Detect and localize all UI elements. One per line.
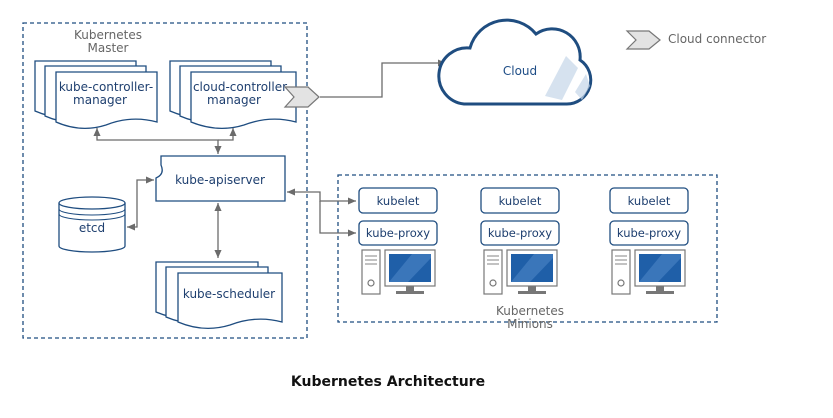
- master-group-border: [22, 22, 308, 339]
- kube-apiserver-label: kube-apiserver: [175, 173, 265, 187]
- etcd-database[interactable]: etcd: [58, 196, 126, 253]
- kube-scheduler-label: kube-scheduler: [183, 287, 275, 301]
- connector-etcd-apiserver: [127, 176, 154, 231]
- minions-label-line1: Kubernetes: [496, 304, 564, 318]
- minions-group-border: [337, 174, 718, 323]
- connector-apiserver-kube-proxy: [319, 201, 356, 237]
- kube-controller-manager[interactable]: kube-controller- manager: [34, 60, 158, 129]
- node-3[interactable]: kubelet kube-proxy: [609, 187, 689, 295]
- node-1-kubelet-label: kubelet: [377, 194, 420, 208]
- connector-controllers-apiserver: [93, 128, 222, 154]
- etcd-label: etcd: [79, 221, 105, 235]
- connector-cloud-controller-apiserver: [218, 128, 237, 141]
- node-2-computer-icon: [483, 249, 558, 295]
- node-2-kubelet-label: kubelet: [499, 194, 542, 208]
- diagram-caption: Kubernetes Architecture: [291, 374, 485, 390]
- cloud-connector-chevron-icon: [283, 86, 320, 108]
- cloud-connector-legend-icon: [625, 30, 661, 50]
- node-3-kubelet-label: kubelet: [628, 194, 671, 208]
- legend-cloud-connector-label: Cloud connector: [668, 32, 766, 46]
- master-label-line2: Master: [88, 41, 129, 55]
- kube-scheduler[interactable]: kube-scheduler: [155, 261, 283, 329]
- node-3-computer-icon: [611, 249, 686, 295]
- node-1-computer-icon: [361, 249, 436, 295]
- master-label-line1: Kubernetes: [74, 28, 142, 42]
- legend-cloud-connector: Cloud connector: [625, 30, 766, 50]
- node-3-kube-proxy-label: kube-proxy: [617, 226, 681, 240]
- node-1[interactable]: kubelet kube-proxy: [358, 187, 438, 295]
- kube-controller-manager-label-line2: manager: [73, 93, 127, 107]
- minions-label-line2: Minions: [507, 317, 553, 331]
- cloud-controller-manager-label-line1: cloud-controller: [193, 80, 287, 94]
- cloud-controller-manager[interactable]: cloud-controller manager: [169, 60, 297, 129]
- cloud-controller-manager-label-line2: manager: [207, 93, 261, 107]
- connector-cloud-controller-cloud: [320, 59, 446, 98]
- kube-controller-manager-label-line1: kube-controller-: [59, 80, 153, 94]
- node-2-kube-proxy-label: kube-proxy: [488, 226, 552, 240]
- kube-apiserver[interactable]: kube-apiserver: [155, 155, 286, 202]
- node-2[interactable]: kubelet kube-proxy: [480, 187, 560, 295]
- node-1-kube-proxy-label: kube-proxy: [366, 226, 430, 240]
- cloud-label: Cloud: [503, 64, 537, 78]
- connector-apiserver-kubelet: [287, 188, 356, 205]
- cloud[interactable]: Cloud: [437, 18, 593, 106]
